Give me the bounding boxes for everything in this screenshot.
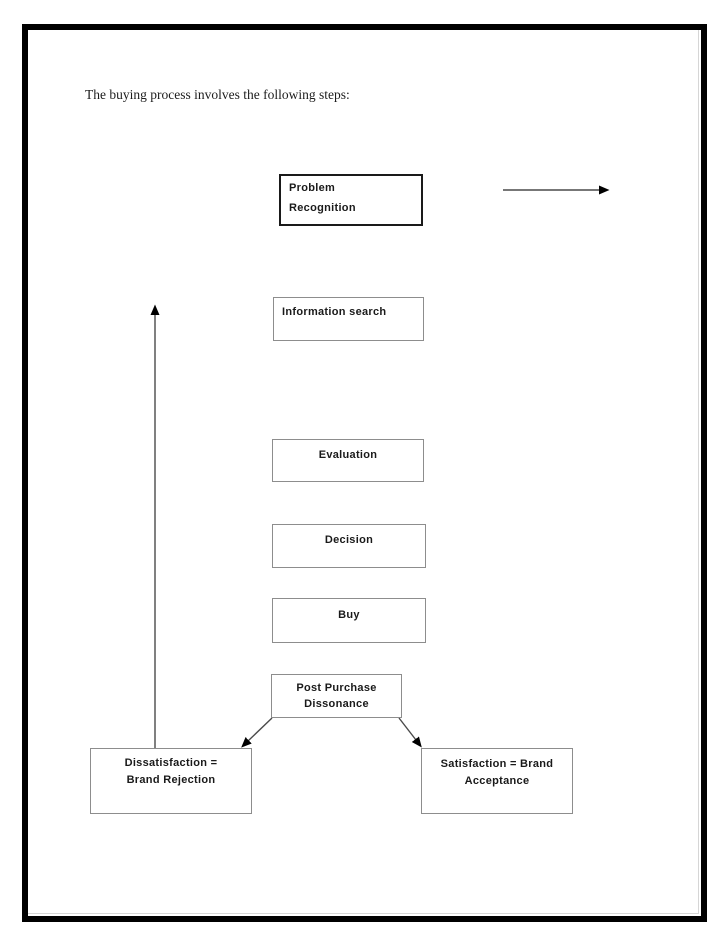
box-label: Dissatisfaction = [124,757,218,769]
box-label: Buy [338,609,360,621]
box-buy: Buy [272,598,426,643]
box-label: Decision [324,534,374,546]
box-satisfaction: Satisfaction = Brand Acceptance [421,748,573,814]
box-label: Satisfaction = Brand [440,758,554,770]
box-label: Evaluation [318,449,378,461]
box-label: Brand Rejection [126,774,216,786]
box-dissatisfaction: Dissatisfaction = Brand Rejection [90,748,252,814]
box-evaluation: Evaluation [272,439,424,482]
box-information-search: Information search [273,297,424,341]
box-label: Post Purchase [296,682,377,694]
page-title: The buying process involves the followin… [85,87,350,102]
box-decision: Decision [272,524,426,568]
box-post-purchase-dissonance: Post Purchase Dissonance [271,674,402,718]
box-label: Problem [289,182,336,194]
box-label: Recognition [289,202,356,214]
box-label: Acceptance [464,775,530,787]
page-edge-line [28,30,699,914]
box-problem-recognition: Problem Recognition [279,174,423,226]
box-label: Dissonance [304,698,369,710]
box-label: Information search [282,306,387,318]
